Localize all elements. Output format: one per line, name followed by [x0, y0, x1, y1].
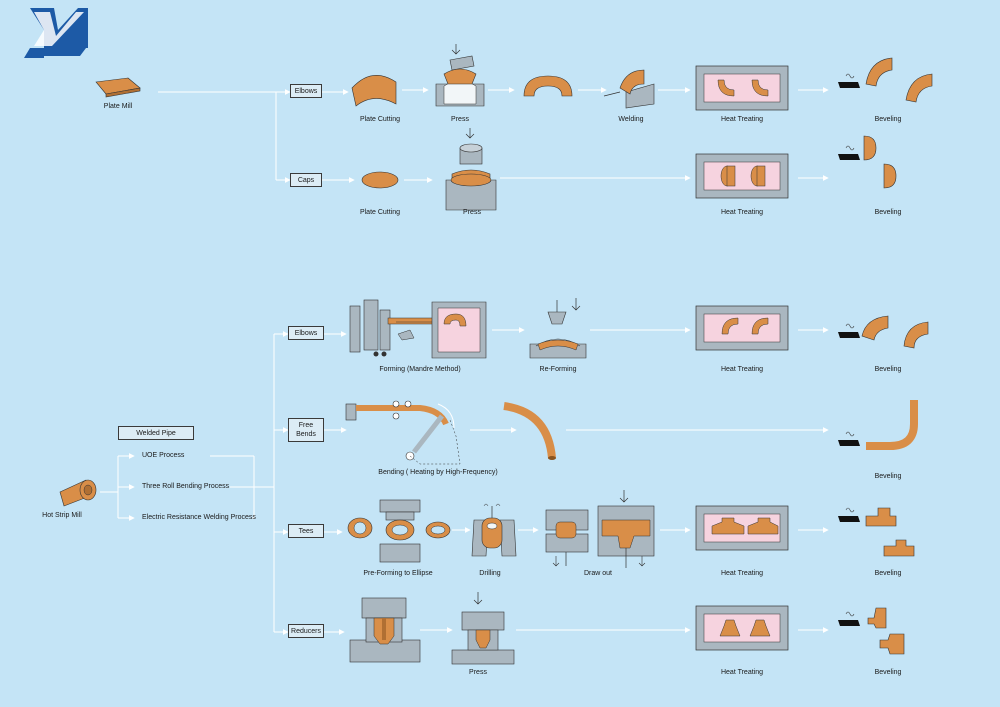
press-machine-icon [435, 44, 485, 107]
heat-treating-furnace-icon [695, 65, 789, 111]
category-caps: Caps [290, 173, 322, 187]
category-elbows-top: Elbows [290, 84, 322, 98]
step-label: Forming (Mandre Method) [379, 366, 461, 373]
step-label: Heat Treating [720, 116, 764, 123]
reducer-press-icon [451, 592, 515, 665]
hot-strip-mill-label: Hot Strip Mill [42, 512, 82, 519]
step-label: Drilling [479, 570, 501, 577]
welded-pipe-process: UOE Process [142, 452, 185, 459]
step-label: Plate Cutting [359, 116, 401, 123]
heat-treating-furnace-icon [695, 605, 789, 651]
step-label: Beveling [874, 116, 902, 123]
step-label: Beveling [874, 366, 902, 373]
step-label: Press [469, 669, 487, 676]
re-forming-die-icon [529, 298, 587, 359]
company-logo-icon [24, 8, 88, 58]
induction-bending-machine-icon [345, 400, 461, 465]
step-label: Heat Treating [720, 669, 764, 676]
plate-mill-label: Plate Mill [103, 103, 133, 110]
heat-treating-furnace-icon [695, 305, 789, 351]
category-tees: Tees [288, 524, 324, 538]
category-reducers: Reducers [288, 624, 324, 638]
welding-machine-icon [603, 69, 655, 109]
reducer-forming-press-icon [349, 597, 421, 663]
beveling-icon [838, 400, 918, 450]
beveling-icon [838, 507, 915, 557]
step-label: Draw out [583, 570, 613, 577]
step-label: Beveling [874, 473, 902, 480]
step-label: Plate Cutting [359, 209, 401, 216]
plate-mill-icon [95, 77, 141, 98]
free-bend-pipe-icon [503, 402, 556, 460]
ellipse-preforming-icon [347, 499, 451, 563]
beveling-icon [838, 607, 905, 655]
cap-press-icon [445, 128, 497, 211]
mandrel-forming-machine-icon [349, 299, 487, 359]
step-label: Press [451, 116, 469, 123]
welded-pipe-process: Electric Resistance Welding Process [142, 514, 256, 521]
step-label: Re-Forming [539, 366, 577, 373]
step-label: Beveling [874, 669, 902, 676]
u-shaped-elbow-icon [523, 75, 573, 97]
cap-disc-icon [361, 171, 399, 189]
beveling-icon [838, 315, 929, 349]
welded-pipe-process: Three Roll Bending Process [142, 483, 230, 490]
step-label: Heat Treating [720, 366, 764, 373]
step-label: Beveling [874, 209, 902, 216]
plate-cutting-icon [351, 75, 397, 107]
heat-treating-furnace-icon [695, 505, 789, 551]
hot-strip-coil-icon [59, 479, 97, 507]
beveling-icon [838, 135, 897, 189]
step-label: Bending ( Heating by High-Frequency) [378, 469, 498, 476]
step-label: Pre-Forming to Ellipse [363, 570, 433, 577]
step-label: Heat Treating [720, 209, 764, 216]
connector-lines [100, 87, 829, 635]
beveling-icon [838, 57, 933, 103]
step-label: Heat Treating [720, 570, 764, 577]
category-free-bends: Free Bends [288, 418, 324, 442]
step-label: Welding [618, 116, 644, 123]
step-label: Press [463, 209, 481, 216]
heat-treating-furnace-icon [695, 153, 789, 199]
step-label: Beveling [874, 570, 902, 577]
draw-out-die-icon [545, 490, 655, 568]
drilling-icon [471, 503, 517, 557]
welded-pipe-box: Welded Pipe [118, 426, 194, 440]
category-elbows-mid: Elbows [288, 326, 324, 340]
